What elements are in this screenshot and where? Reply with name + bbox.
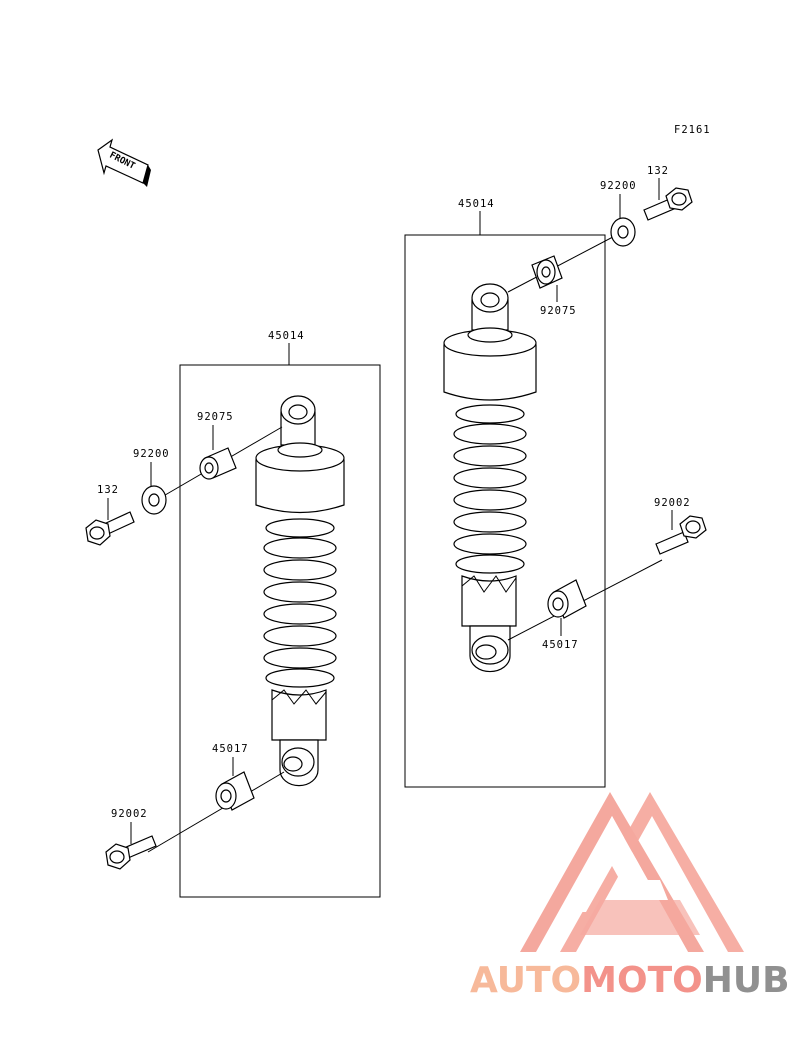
right-shock-label: 45014 bbox=[458, 198, 495, 210]
right-bolt-label: 132 bbox=[647, 165, 669, 177]
figure-code: F2161 bbox=[674, 124, 711, 136]
right-upper-bolt bbox=[643, 187, 693, 221]
right-lower-collar-label: 45017 bbox=[542, 639, 579, 651]
left-shock-label: 45014 bbox=[268, 330, 305, 342]
right-upper-washer bbox=[610, 217, 636, 247]
left-shock-absorber bbox=[255, 395, 345, 787]
left-lower-bolt bbox=[105, 835, 157, 870]
right-assembly-frame bbox=[404, 234, 606, 788]
right-washer-label: 92200 bbox=[600, 180, 637, 192]
left-lower-collar-label: 45017 bbox=[212, 743, 249, 755]
automotohub-logo-icon bbox=[520, 792, 744, 952]
left-assembly: 45014 bbox=[85, 330, 381, 898]
front-arrow-icon: FRONT bbox=[97, 138, 151, 187]
left-upper-collar bbox=[199, 447, 237, 480]
left-assembly-frame bbox=[179, 364, 381, 898]
left-lower-collar bbox=[215, 771, 255, 811]
right-shock-absorber bbox=[443, 283, 537, 673]
automotohub-wordmark: AUTOMOTOHUB bbox=[470, 960, 795, 1001]
right-lower-bolt-label: 92002 bbox=[654, 497, 691, 509]
right-lower-bolt bbox=[655, 515, 707, 555]
wordmark-auto: AUTO bbox=[470, 960, 582, 1001]
left-lower-bolt-label: 92002 bbox=[111, 808, 148, 820]
left-bolt-label: 132 bbox=[97, 484, 119, 496]
left-upper-bolt bbox=[85, 511, 135, 546]
left-upper-washer bbox=[141, 485, 167, 515]
right-lower-collar bbox=[547, 579, 587, 619]
right-collar-label: 92075 bbox=[540, 305, 577, 317]
wordmark-moto: MOTO bbox=[581, 960, 703, 1001]
left-washer-label: 92200 bbox=[133, 448, 170, 460]
right-assembly: 45014 bbox=[404, 165, 707, 788]
left-collar-label: 92075 bbox=[197, 411, 234, 423]
right-upper-collar bbox=[531, 255, 563, 289]
wordmark-hub: HUB bbox=[702, 960, 790, 1001]
